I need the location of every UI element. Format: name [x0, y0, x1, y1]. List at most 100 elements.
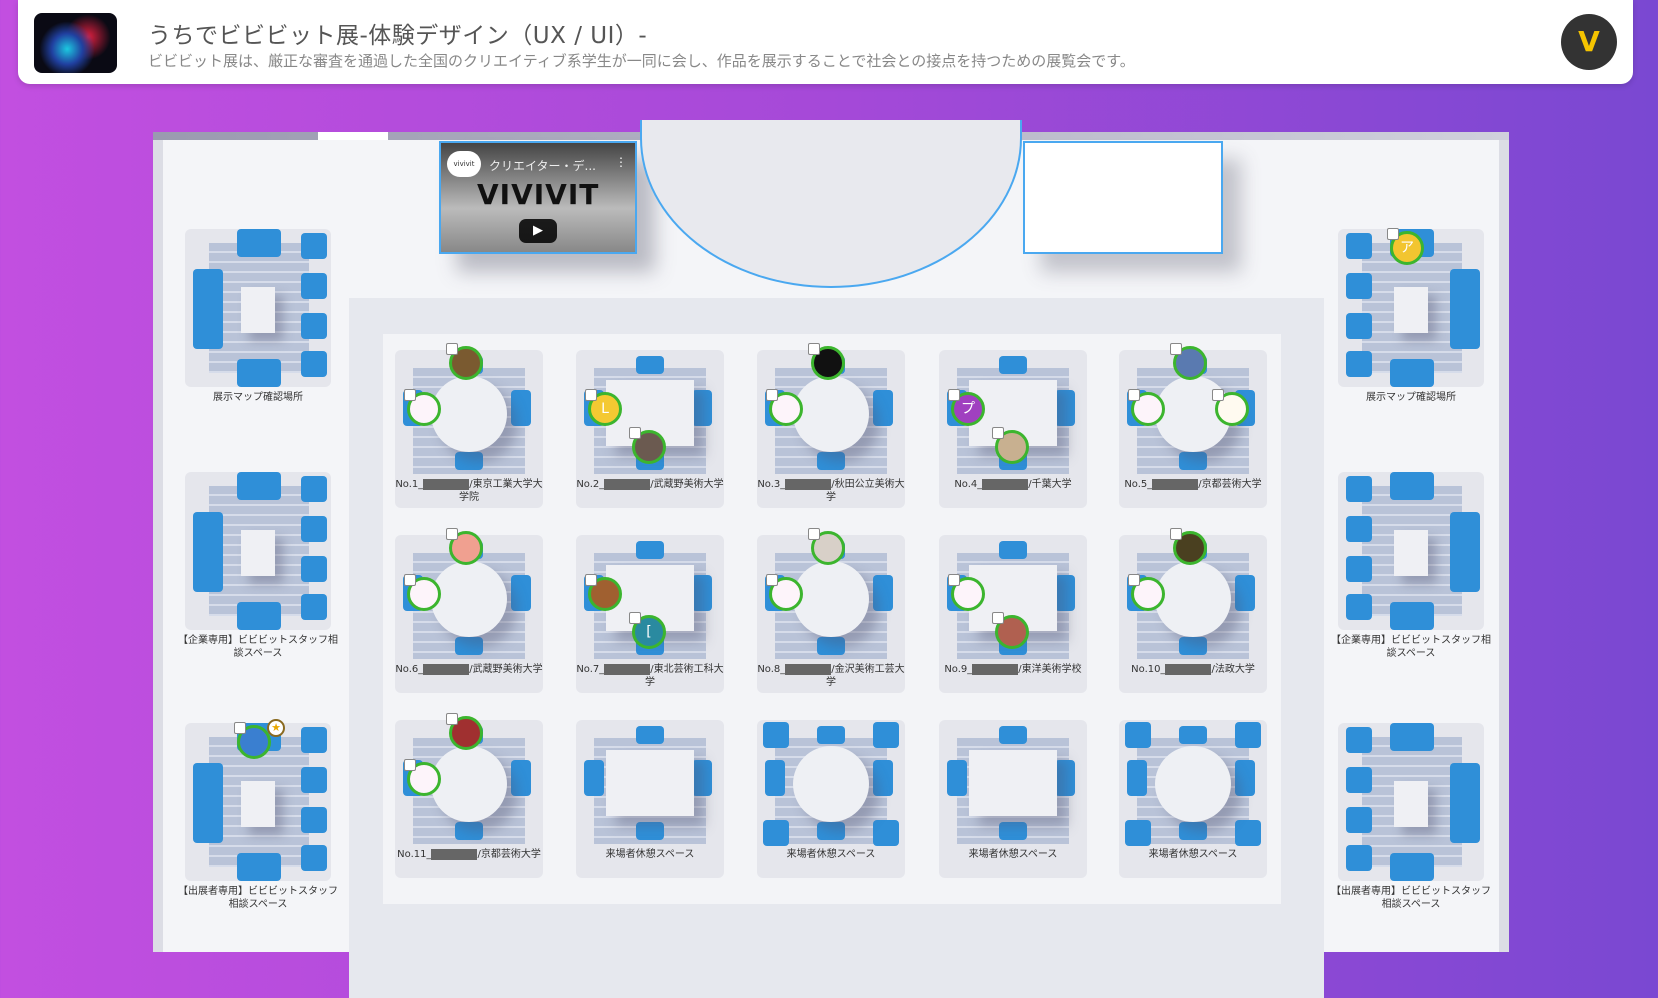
- camera-icon: [404, 389, 416, 401]
- booth-table[interactable]: 来場者休憩スペース: [939, 720, 1087, 878]
- avatar[interactable]: [948, 574, 985, 611]
- staff-space[interactable]: ★【出展者専用】ビビビットスタッフ相談スペース: [178, 719, 338, 910]
- booth-label: No.2_/武蔵野美術大学: [576, 478, 724, 491]
- avatar[interactable]: [446, 528, 483, 565]
- chair: [301, 273, 327, 299]
- chair: [1055, 575, 1075, 611]
- staff-space[interactable]: 展示マップ確認場所: [185, 229, 331, 403]
- chair: [1346, 594, 1372, 620]
- chair: [763, 722, 789, 748]
- play-button[interactable]: ▶: [519, 219, 557, 243]
- chair: [1125, 722, 1151, 748]
- table: [431, 561, 507, 637]
- booth-label: 来場者休憩スペース: [576, 848, 724, 861]
- avatar[interactable]: L: [585, 389, 622, 426]
- table: [1394, 287, 1428, 333]
- booth-school: /法政大学: [1211, 664, 1255, 675]
- whiteboard-screen[interactable]: [1023, 141, 1223, 254]
- video-menu-icon[interactable]: ⋮: [615, 155, 627, 169]
- booth-label: No.8_/金沢美術工芸大学: [757, 663, 905, 689]
- staff-space-label: 【企業専用】ビビビットスタッフ相談スペース: [178, 635, 338, 659]
- avatar[interactable]: [1170, 343, 1207, 380]
- avatar[interactable]: [629, 427, 666, 464]
- booth-table[interactable]: 来場者休憩スペース: [757, 720, 905, 878]
- booth-table[interactable]: No.3_/秋田公立美術大学: [757, 343, 905, 508]
- staff-space-label: 展示マップ確認場所: [1366, 392, 1456, 403]
- booth-table[interactable]: No.5_/京都芸術大学: [1119, 343, 1267, 508]
- avatar[interactable]: [446, 713, 483, 750]
- avatar[interactable]: プ: [948, 389, 985, 426]
- chair: [584, 760, 604, 796]
- video-screen[interactable]: vivivit クリエイター・デ... ⋮ VIVIVIT ▶: [439, 141, 637, 254]
- booth-table[interactable]: No.10_/法政大学: [1119, 528, 1267, 693]
- chair: [193, 763, 223, 843]
- booth-table[interactable]: No.8_/金沢美術工芸大学: [757, 528, 905, 693]
- avatar[interactable]: [1128, 389, 1165, 426]
- table: [431, 376, 507, 452]
- camera-icon: [808, 528, 820, 540]
- chair: [1346, 516, 1372, 542]
- chair: [999, 541, 1027, 559]
- booth-number: No.11_: [397, 849, 432, 860]
- booth-number: No.1_: [395, 479, 424, 490]
- booth-number: No.6_: [395, 664, 424, 675]
- camera-icon: [404, 759, 416, 771]
- booth-number: No.2_: [576, 479, 605, 490]
- booth-table[interactable]: No.9_/東洋美術学校: [939, 535, 1087, 693]
- avatar[interactable]: [234, 722, 271, 759]
- redacted-name: [431, 848, 478, 860]
- avatar[interactable]: [446, 343, 483, 380]
- chair: [301, 807, 327, 833]
- chair: [1346, 807, 1372, 833]
- avatar[interactable]: [1128, 574, 1165, 611]
- booth-table[interactable]: No.6_/武蔵野美術大学: [395, 528, 543, 693]
- avatar[interactable]: [992, 427, 1029, 464]
- camera-icon: [992, 427, 1004, 439]
- avatar[interactable]: [1212, 389, 1249, 426]
- avatar[interactable]: [808, 528, 845, 565]
- booth-number: No.7_: [576, 664, 605, 675]
- booth-table[interactable]: 来場者休憩スペース: [576, 720, 724, 878]
- chair: [511, 760, 531, 796]
- chair: [301, 727, 327, 753]
- avatar[interactable]: [404, 759, 441, 796]
- booth-label: 来場者休憩スペース: [757, 848, 905, 861]
- chair: [1235, 575, 1255, 611]
- staff-space[interactable]: ア展示マップ確認場所: [1338, 228, 1484, 403]
- booth-table[interactable]: 来場者休憩スペース: [1119, 720, 1267, 878]
- table: [431, 746, 507, 822]
- booth-table[interactable]: No.1_/東京工業大学大学院: [395, 343, 543, 508]
- booth-school: /京都芸術大学: [1198, 479, 1262, 490]
- avatar[interactable]: [404, 389, 441, 426]
- booth-school: 来場者休憩スペース: [1148, 849, 1238, 860]
- chair: [1346, 351, 1372, 377]
- avatar[interactable]: ア: [1387, 228, 1424, 265]
- chair: [1179, 822, 1207, 840]
- chair: [1390, 723, 1434, 751]
- redacted-name: [604, 663, 651, 675]
- avatar[interactable]: [1170, 528, 1207, 565]
- room-description: ビビビット展は、厳正な審査を通過した全国のクリエイティブ系学生が一同に会し、作品…: [148, 52, 1135, 70]
- booth-table[interactable]: No.11_/京都芸術大学: [395, 713, 543, 878]
- avatar[interactable]: [404, 574, 441, 611]
- avatar[interactable]: [808, 343, 845, 380]
- staff-space[interactable]: 【出展者専用】ビビビットスタッフ相談スペース: [1331, 723, 1491, 910]
- camera-icon: [1170, 343, 1182, 355]
- chair: [1055, 390, 1075, 426]
- staff-space[interactable]: 【企業専用】ビビビットスタッフ相談スペース: [178, 472, 338, 659]
- avatar[interactable]: [766, 574, 803, 611]
- chair: [237, 359, 281, 387]
- avatar[interactable]: [585, 574, 622, 611]
- user-avatar-button[interactable]: V: [1561, 14, 1617, 70]
- avatar[interactable]: [: [629, 612, 666, 649]
- avatar[interactable]: [992, 612, 1029, 649]
- staff-space[interactable]: 【企業専用】ビビビットスタッフ相談スペース: [1331, 472, 1491, 659]
- camera-icon: [446, 713, 458, 725]
- booth-label: No.3_/秋田公立美術大学: [757, 478, 905, 504]
- booth-table[interactable]: [No.7_/東北芸術工科大学: [576, 535, 724, 693]
- camera-icon: [1128, 574, 1140, 586]
- camera-icon: [1212, 389, 1224, 401]
- booth-table[interactable]: L No.2_/武蔵野美術大学: [576, 350, 724, 508]
- avatar[interactable]: [766, 389, 803, 426]
